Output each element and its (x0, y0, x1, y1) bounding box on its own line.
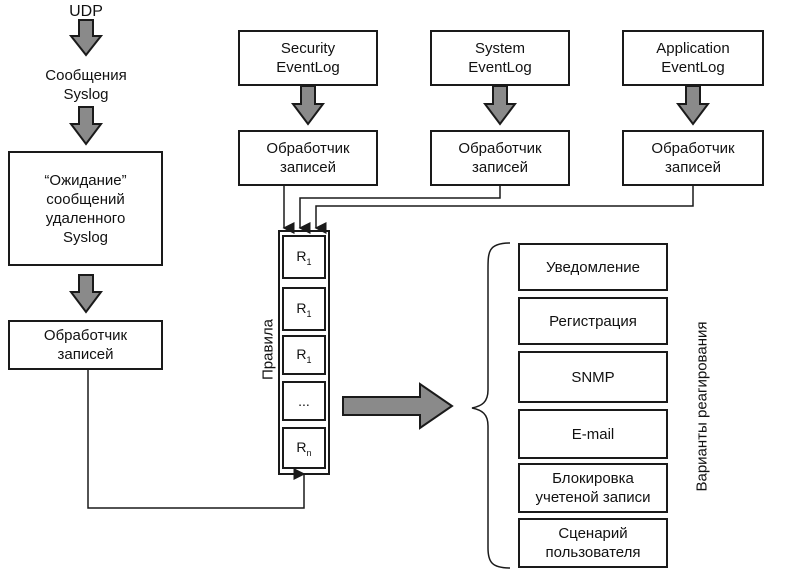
response-block-account-box: Блокировка учетеной записи (518, 463, 668, 513)
rule-label: Rn (296, 438, 312, 458)
response-line: Уведомление (545, 258, 640, 276)
security-line-1: Security (280, 40, 336, 57)
system-eventlog-box: System EventLog (430, 30, 570, 86)
responses-title: Варианты реагирования (693, 321, 711, 492)
application-line-1: Application (656, 40, 730, 57)
rule-item: R1 (282, 335, 326, 375)
response-line: SNMP (571, 368, 615, 386)
system-handler-box: Обработчик записей (430, 130, 570, 186)
application-handler-box: Обработчик записей (622, 130, 764, 186)
application-handler-line-1: Обработчик (651, 140, 735, 157)
rule-item: R1 (282, 235, 326, 279)
response-line: учетеной записи (535, 489, 651, 506)
responses-brace (471, 242, 511, 569)
listener-line-1: “Ожидание” (44, 171, 127, 189)
security-line-2: EventLog (276, 59, 340, 76)
rule-label: R1 (296, 345, 312, 365)
system-handler-line-2: записей (472, 159, 528, 176)
listener-line-4: Syslog (62, 228, 109, 246)
security-handler-line-2: записей (280, 159, 336, 176)
syslog-handler-box: Обработчик записей (8, 320, 163, 370)
flow-arrow-to-responses (342, 382, 454, 430)
flow-arrow-syslog (69, 106, 103, 146)
handler-to-rules-lines (87, 186, 694, 509)
syslog-messages-line-2: Syslog (63, 86, 109, 103)
rule-label: R1 (296, 299, 312, 319)
system-line-2: EventLog (468, 59, 532, 76)
rule-item: ... (282, 381, 326, 421)
response-line: Сценарий (558, 525, 628, 542)
flow-arrow-listener (69, 274, 103, 314)
security-eventlog-box: Security EventLog (238, 30, 378, 86)
flow-arrow-security (291, 85, 325, 126)
application-handler-line-2: записей (665, 159, 721, 176)
system-line-1: System (474, 40, 525, 57)
rules-column (278, 230, 330, 475)
listener-line-2: сообщений (46, 190, 125, 208)
rule-item: R1 (282, 287, 326, 331)
syslog-messages-label: Сообщения Syslog (20, 66, 152, 104)
rule-item: Rn (282, 427, 326, 469)
listener-line-3: удаленного (45, 209, 126, 227)
udp-label: UDP (69, 3, 103, 20)
response-email-box: E-mail (518, 409, 668, 459)
syslog-listener-box: “Ожидание” сообщений удаленного Syslog (8, 151, 163, 266)
response-notification-box: Уведомление (518, 243, 668, 291)
syslog-messages-line-1: Сообщения (45, 67, 127, 84)
syslog-handler-line-1: Обработчик (43, 327, 128, 344)
flow-arrow-system (483, 85, 517, 126)
response-line: E-mail (571, 425, 615, 443)
syslog-handler-line-2: записей (57, 346, 114, 363)
security-handler-line-1: Обработчик (266, 140, 350, 157)
response-snmp-box: SNMP (518, 351, 668, 403)
application-eventlog-box: Application EventLog (622, 30, 764, 86)
response-line: Регистрация (549, 312, 637, 330)
application-line-2: EventLog (661, 59, 725, 76)
response-line: Блокировка (552, 470, 634, 487)
rules-title: Правила (259, 319, 277, 380)
rule-label: R1 (296, 247, 312, 267)
response-registration-box: Регистрация (518, 297, 668, 345)
security-handler-box: Обработчик записей (238, 130, 378, 186)
system-handler-line-1: Обработчик (458, 140, 542, 157)
response-line: пользователя (545, 544, 641, 561)
flow-arrow-application (676, 85, 710, 126)
flow-arrow-udp (68, 19, 104, 57)
rule-label: ... (298, 393, 310, 409)
response-user-script-box: Сценарий пользователя (518, 518, 668, 568)
